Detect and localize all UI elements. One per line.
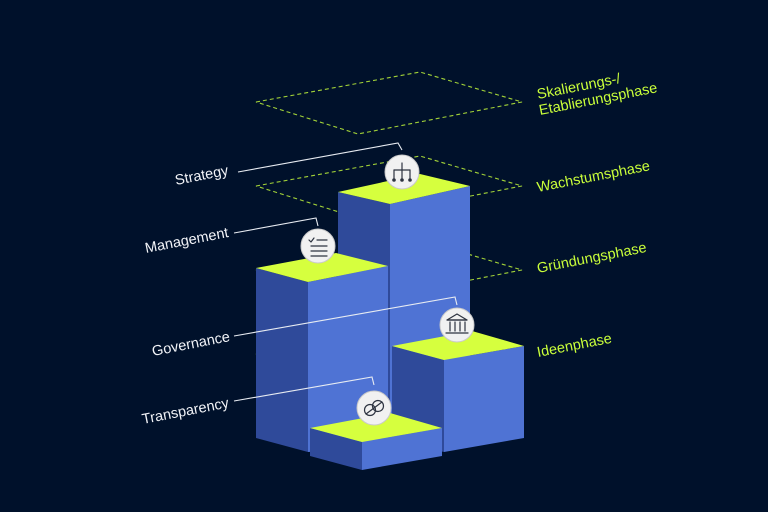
org-chart-icon: [392, 162, 412, 182]
block-governance-top: [392, 331, 524, 360]
plane-gruendung: [255, 239, 523, 303]
leader-governance: [233, 296, 458, 337]
leader-lines: [233, 142, 458, 402]
pillar-label-transparency: Transparency: [141, 395, 231, 428]
badge-management: [300, 228, 336, 264]
checklist-icon: [308, 237, 328, 257]
phase-label-gruendung: Gründungsphase: [536, 240, 648, 277]
phase-label-ideen: Ideenphase: [536, 331, 613, 361]
leader-transparency: [233, 376, 375, 402]
leader-strategy: [237, 142, 403, 173]
block-management-front: [256, 268, 308, 452]
phase-label-wachstum: Wachstumsphase: [536, 158, 652, 196]
badge-governance: [439, 307, 475, 343]
pillar-labels: Strategy Management Governance Transpare…: [141, 163, 232, 428]
block-governance: [392, 331, 524, 452]
badge-strategy: [384, 154, 420, 190]
phase-labels: Skalierungs-/ Etablierungsphase Wachstum…: [536, 71, 659, 361]
plane-wachstum: [255, 155, 523, 219]
leader-management: [233, 217, 319, 234]
block-management-top: [256, 253, 388, 282]
badge-transparency: [356, 390, 392, 426]
pillar-label-management: Management: [144, 225, 230, 257]
block-transparency-top: [310, 413, 442, 442]
pillar-label-strategy: Strategy: [174, 163, 231, 189]
plane-skalierung: [255, 71, 523, 135]
pillar-label-governance: Governance: [151, 329, 232, 360]
link-icon: [363, 399, 385, 417]
block-transparency: [310, 413, 442, 470]
block-stack: [256, 174, 524, 470]
institution-icon: [445, 313, 469, 334]
block-governance-side: [444, 346, 524, 452]
